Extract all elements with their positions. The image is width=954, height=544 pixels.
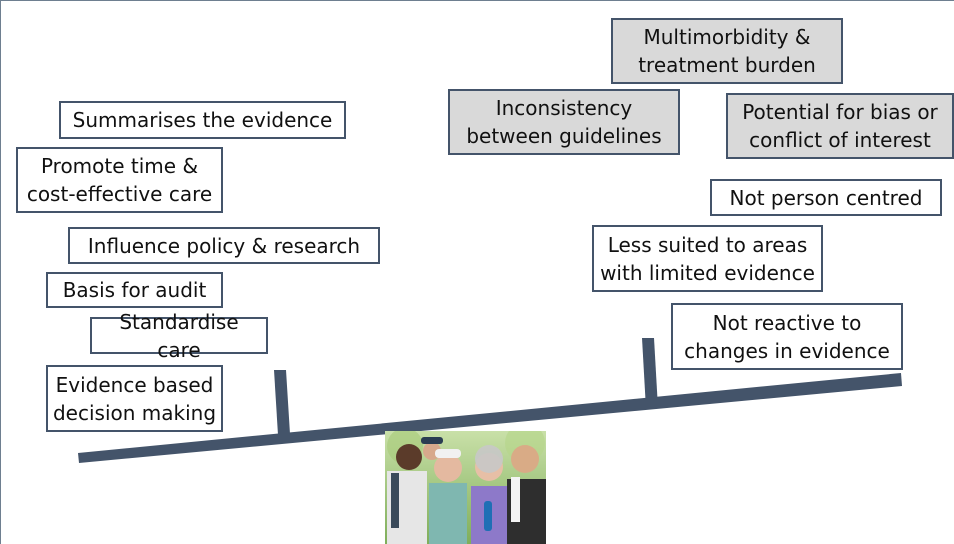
factor-not-person-centred: Not person centred [710,179,942,216]
left-support-post [274,370,290,435]
factor-summarises-evidence: Summarises the evidence [59,101,346,139]
factor-potential-bias: Potential for bias or conflict of intere… [726,93,954,159]
right-support-post [642,338,658,409]
factor-influence-policy-research: Influence policy & research [68,227,380,264]
factor-less-suited-limited-evidence: Less suited to areas with limited eviden… [592,225,823,292]
factor-multimorbidity: Multimorbidity & treatment burden [611,18,843,84]
factor-standardise-care: Standardise care [90,310,268,362]
frame-left-border [0,0,1,544]
factor-not-reactive: Not reactive to changes in evidence [671,303,903,370]
factor-promote-cost-effective-care: Promote time & cost-effective care [16,147,223,213]
factor-basis-for-audit: Basis for audit [46,272,223,308]
balance-beam [78,373,902,463]
older-adults-group-photo [385,431,546,544]
frame-top-border [0,0,954,1]
factor-evidence-based-decision: Evidence based decision making [46,365,223,432]
factor-inconsistency-guidelines: Inconsistency between guidelines [448,89,680,155]
